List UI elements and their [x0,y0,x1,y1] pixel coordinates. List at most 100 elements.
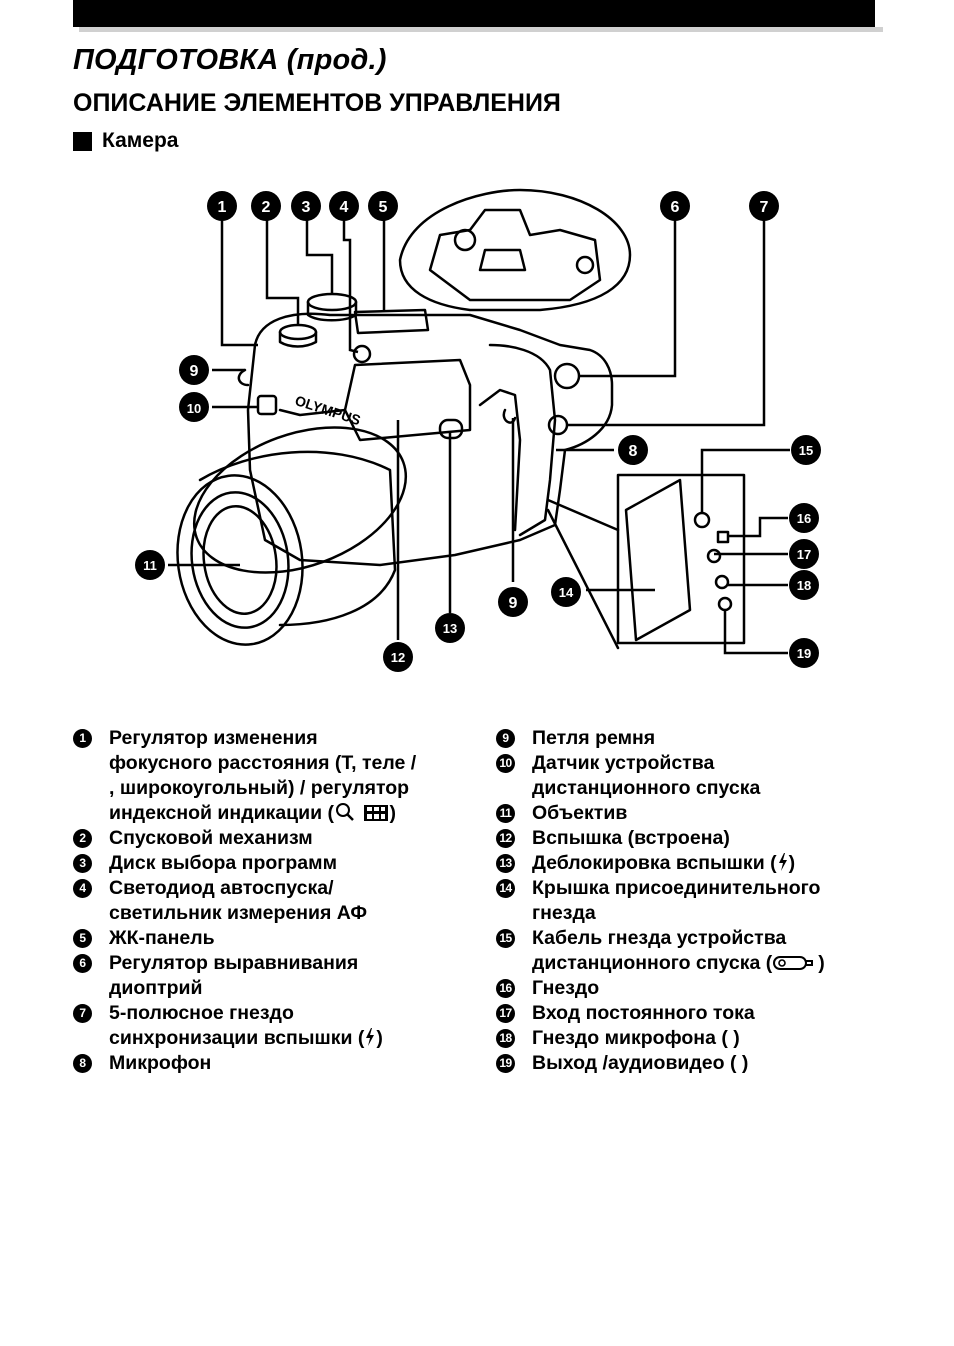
svg-text:9: 9 [509,595,518,612]
callout-10: 10 [179,392,209,422]
legend-number: 8 [73,1054,92,1073]
callout-9-right: 9 [498,587,528,617]
legend-item: 17 Вход постоянного тока [496,1001,876,1026]
callout-12: 12 [383,642,413,672]
legend-number: 12 [496,829,515,848]
legend-item: 6 Регулятор выравнивания диоптрий [73,951,473,1001]
legend-suffix: ) [376,1027,383,1049]
legend-number: 3 [73,854,92,873]
legend-number: 5 [73,929,92,948]
flash-icon [366,1028,375,1046]
legend-item: 15 Кабель гнезда устройства дистанционно… [496,926,876,976]
callout-8: 8 [618,435,648,465]
flash-icon [778,853,787,871]
magnifier-icon [336,803,354,821]
legend-text: Кабель гнезда устройства дистанционного … [532,927,787,974]
callout-4: 4 [329,191,359,221]
callout-18: 18 [789,570,819,600]
legend-text: Объектив [532,802,628,824]
legend-number: 10 [496,754,515,773]
legend-item: 14 Крышка присоединительного гнезда [496,876,876,926]
legend-item: 9 Петля ремня [496,726,876,751]
legend-text: Диск выбора программ [109,852,338,874]
legend-suffix: ) [389,802,396,824]
legend-number: 4 [73,879,92,898]
svg-text:1: 1 [218,199,227,216]
page-title: ПОДГОТОВКА (прод.) [73,44,387,76]
legend-item: 10 Датчик устройства дистанционного спус… [496,751,876,801]
svg-text:12: 12 [391,650,405,665]
callout-15: 15 [791,435,821,465]
square-bullet-icon [73,131,92,151]
callout-13: 13 [435,613,465,643]
legend-number: 9 [496,729,515,748]
legend-text: Петля ремня [532,727,656,749]
legend-suffix: ) [788,852,796,874]
svg-text:3: 3 [302,199,311,216]
callout-9-left: 9 [179,355,209,385]
legend-item: 1 Регулятор изменения фокусного расстоян… [73,726,473,826]
legend-suffix: ) [818,952,825,974]
callout-1: 1 [207,191,237,221]
callout-7: 7 [749,191,779,221]
camera-diagram: OLYMPUS 1 2 3 4 5 6 7 8 9 10 11 12 [135,188,821,672]
svg-text:2: 2 [262,199,271,216]
legend-text: Датчик устройства дистанционного спуска [532,752,761,799]
legend-number: 2 [73,829,92,848]
callout-14: 14 [551,577,581,607]
legend-text: Гнездо [532,977,600,999]
callout-11: 11 [135,550,165,580]
section-title: ОПИСАНИЕ ЭЛЕМЕНТОВ УПРАВЛЕНИЯ [73,89,561,117]
brand-logo: OLYMPUS [293,392,363,428]
legend-text: 5-полюсное гнездо синхронизации вспышки … [109,1002,365,1049]
legend-text: Вход постоянного тока [532,1002,755,1024]
callout-19: 19 [789,638,819,668]
svg-text:10: 10 [187,401,201,416]
legend-number: 7 [73,1004,92,1023]
svg-text:18: 18 [797,578,811,593]
legend-number: 11 [496,804,515,823]
legend-item: 5 ЖК-панель [73,926,473,951]
legend-right: 9 Петля ремня 10 Датчик устройства диста… [496,726,876,1076]
legend-text: Регулятор выравнивания диоптрий [109,952,359,999]
svg-text:17: 17 [797,547,811,562]
legend-text: Регулятор изменения фокусного расстояния… [109,727,417,824]
legend-item: 13 Деблокировка вспышки () [496,851,876,876]
legend-number: 16 [496,979,515,998]
legend-text: Крышка присоединительного гнезда [532,877,821,924]
legend-text: ЖК-панель [109,927,215,949]
top-bar [73,0,875,27]
legend-number: 17 [496,1004,515,1023]
legend-text: Микрофон [109,1052,212,1074]
svg-text:19: 19 [797,646,811,661]
svg-text:6: 6 [671,199,680,216]
callout-5: 5 [368,191,398,221]
legend-number: 18 [496,1029,515,1048]
callout-6: 6 [660,191,690,221]
callout-2: 2 [251,191,281,221]
legend-item: 18 Гнездо микрофона ( ) [496,1026,876,1051]
legend-item: 4 Светодиод автоспуска/ светильник измер… [73,876,473,926]
subsection-label: Камера [102,129,179,152]
legend-item: 11 Объектив [496,801,876,826]
svg-text:5: 5 [379,199,388,216]
legend-number: 6 [73,954,92,973]
legend-number: 13 [496,854,515,873]
svg-text:9: 9 [190,363,199,380]
legend-text: Выход /аудиовидео ( ) [532,1052,749,1074]
callout-16: 16 [789,503,819,533]
remote-cable-icon [773,956,814,970]
legend-item: 7 5-полюсное гнездо синхронизации вспышк… [73,1001,473,1051]
svg-text:15: 15 [799,443,813,458]
svg-text:7: 7 [760,199,769,216]
index-grid-icon [364,805,389,821]
legend-number: 14 [496,879,515,898]
callout-17: 17 [789,539,819,569]
subsection-camera: Камера [73,129,178,153]
legend-number: 1 [73,729,92,748]
svg-text:11: 11 [143,558,157,573]
svg-text:13: 13 [443,621,457,636]
legend-number: 15 [496,929,515,948]
legend-item: 19 Выход /аудиовидео ( ) [496,1051,876,1076]
legend-number: 19 [496,1054,515,1073]
